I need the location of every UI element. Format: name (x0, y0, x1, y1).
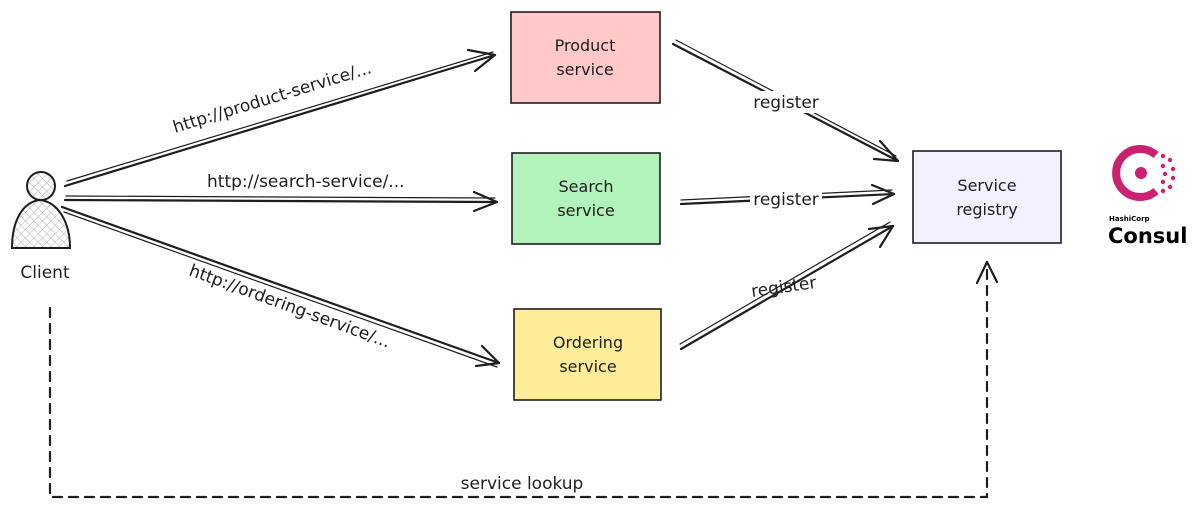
consul-logo: HashiCorp Consul (1108, 145, 1187, 248)
consul-product-text: Consul (1108, 224, 1187, 248)
url-label-product: http://product-service/... (171, 58, 374, 137)
register-label-product: register (753, 93, 819, 113)
product-service-label-line2: service (556, 60, 613, 79)
product-service-node[interactable]: Product service (510, 11, 661, 104)
url-label-search: http://search-service/... (207, 172, 405, 192)
register-label-search: register (753, 190, 819, 210)
client-head-icon (26, 171, 56, 201)
url-label-ordering: http://ordering-service/... (186, 261, 393, 353)
service-lookup-label: service lookup (461, 474, 584, 494)
client-figure (10, 171, 72, 249)
product-service-box (510, 11, 661, 104)
ordering-service-box (513, 308, 662, 401)
service-registry-label-line2: registry (956, 200, 1017, 219)
arrow-client-to-product (63, 48, 497, 188)
search-service-label-line2: service (557, 201, 614, 220)
arrow-client-to-ordering (60, 205, 501, 368)
arrow-service-lookup (48, 260, 999, 499)
search-service-node[interactable]: Search service (511, 152, 661, 245)
search-service-label-line1: Search (559, 177, 614, 196)
search-service-box (511, 152, 661, 245)
consul-c-icon (1112, 145, 1159, 201)
consul-core-icon (1135, 167, 1147, 179)
arrow-client-to-search (63, 190, 499, 213)
ordering-service-label-line1: Ordering (553, 333, 623, 352)
consul-company-text: HashiCorp (1109, 215, 1150, 223)
consul-dots-icon (1160, 153, 1176, 194)
ordering-service-label-line2: service (559, 357, 616, 376)
register-label-ordering: register (750, 273, 818, 302)
client-label: Client (20, 263, 70, 283)
arrow-ordering-to-registry (679, 221, 895, 351)
product-service-label-line1: Product (555, 36, 616, 55)
service-registry-node[interactable]: Service registry (912, 150, 1062, 244)
ordering-service-node[interactable]: Ordering service (513, 308, 662, 401)
service-registry-box (912, 150, 1062, 244)
service-registry-label-line1: Service (957, 176, 1016, 195)
